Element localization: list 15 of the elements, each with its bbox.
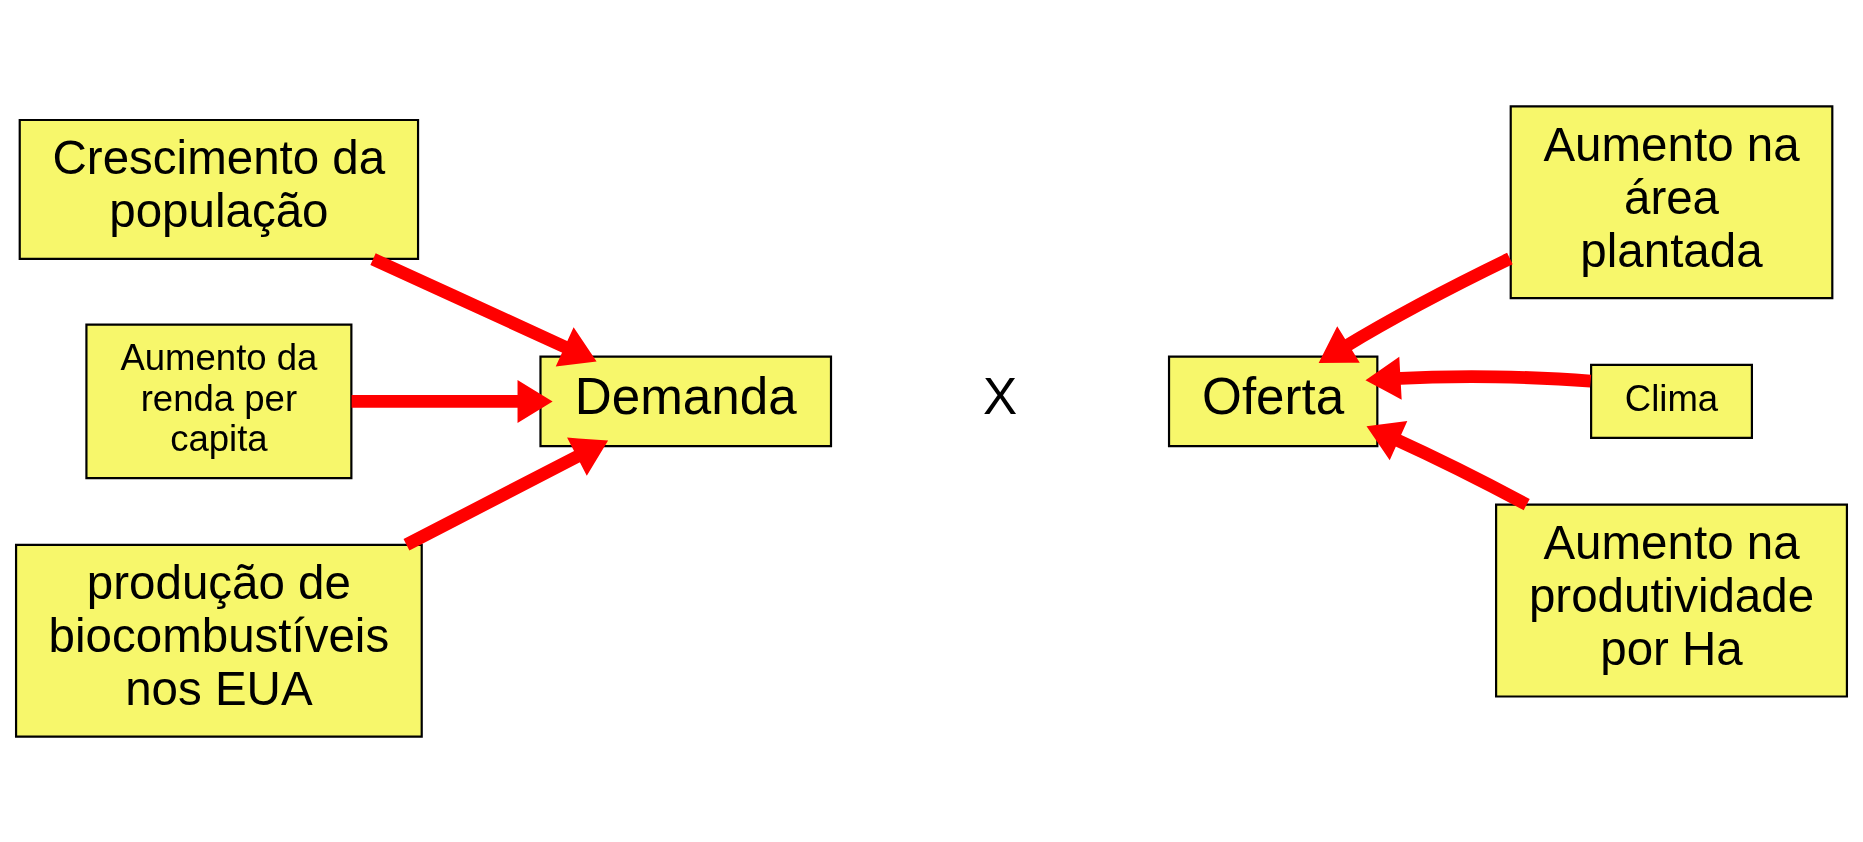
arrow — [1366, 420, 1530, 510]
arrow — [370, 252, 597, 366]
node-box: Clima — [1590, 363, 1753, 439]
node-box: Oferta — [1167, 355, 1379, 447]
node-box: Aumento da renda per capita — [85, 323, 353, 479]
arrow — [403, 437, 609, 550]
node-box: Crescimento da população — [18, 118, 420, 260]
node-box: produção de biocombustíveis nos EUA — [15, 543, 423, 738]
label: X — [982, 367, 1018, 425]
arrow — [1365, 356, 1592, 400]
arrow — [351, 379, 553, 423]
node-box: Demanda — [539, 355, 833, 447]
arrow — [1318, 252, 1513, 363]
node-box: Aumento na produtividade por Ha — [1495, 503, 1848, 698]
node-box: Aumento na área plantada — [1509, 104, 1834, 299]
